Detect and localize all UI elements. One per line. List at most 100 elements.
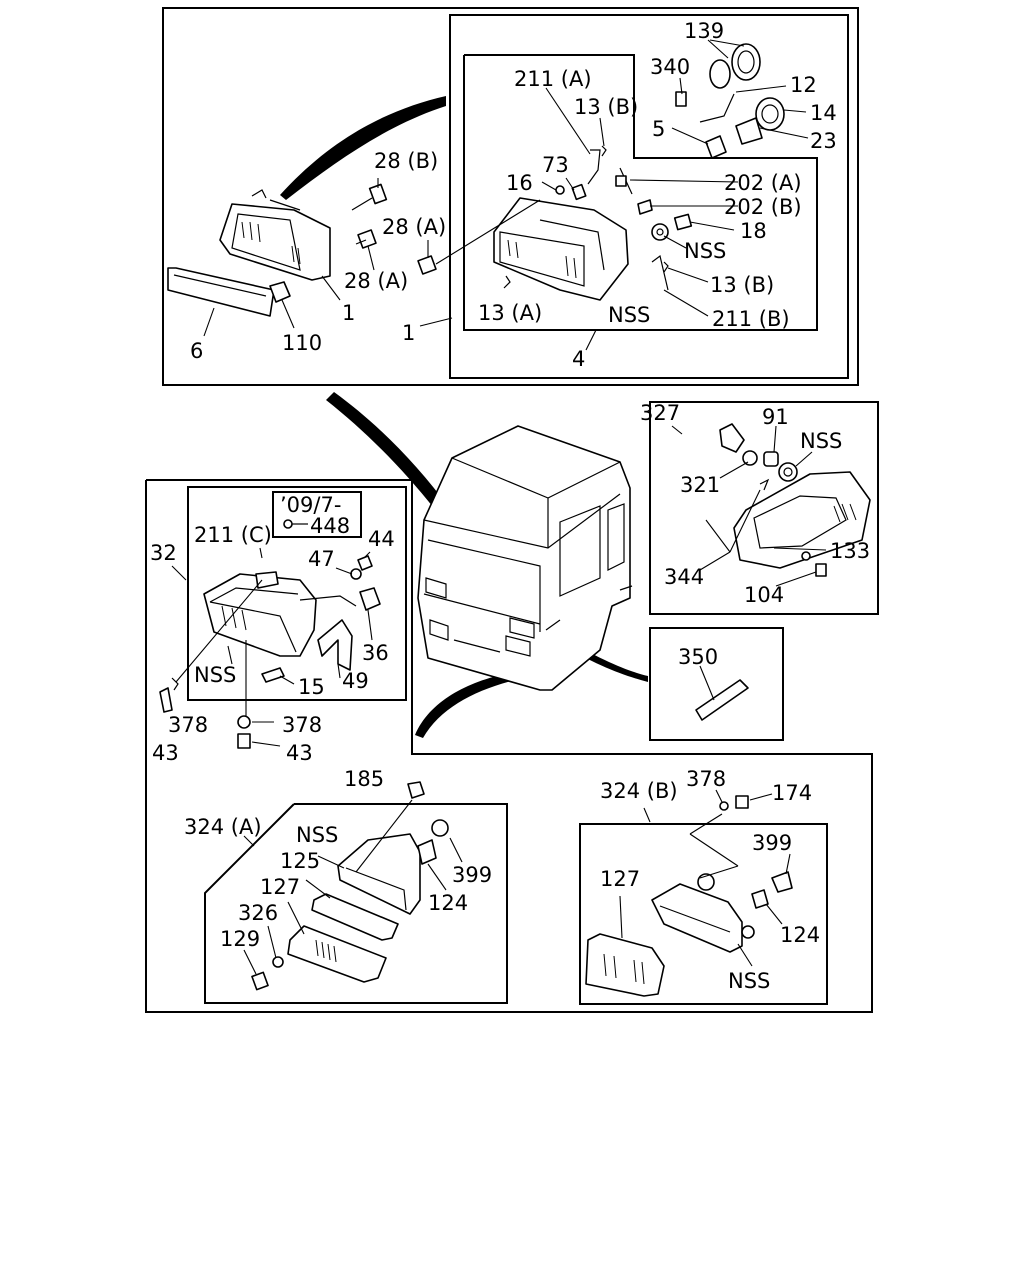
headlamp-unit-4 bbox=[493, 197, 629, 301]
headlamp-group-frame bbox=[162, 7, 859, 386]
front-turn-lamp-a bbox=[251, 781, 449, 991]
bulb-ring-139 bbox=[709, 43, 761, 89]
label-nss-324b: NSS bbox=[728, 969, 770, 993]
label-185: 185 bbox=[344, 767, 384, 791]
leaders-front-turn-a bbox=[243, 799, 463, 975]
swoosh-pointer-headlamp bbox=[280, 96, 446, 200]
bolt-28b bbox=[351, 183, 388, 211]
fog-lamp-frame bbox=[187, 486, 407, 701]
clip-13a bbox=[503, 275, 511, 289]
label-43-left: 43 bbox=[152, 741, 179, 765]
label-16: 16 bbox=[506, 171, 533, 195]
label-327: 327 bbox=[640, 401, 680, 425]
label-23: 23 bbox=[810, 129, 837, 153]
bracket-211b bbox=[651, 254, 669, 291]
headlamp-bezel bbox=[167, 267, 275, 317]
label-nss-324a: NSS bbox=[296, 823, 338, 847]
label-202b: 202 (B) bbox=[724, 195, 802, 219]
label-32: 32 bbox=[150, 541, 177, 565]
label-28a-left: 28 (A) bbox=[344, 269, 408, 293]
clip-202b bbox=[637, 199, 653, 215]
label-14: 14 bbox=[810, 101, 837, 125]
label-324b: 324 (B) bbox=[600, 779, 678, 803]
wire-12 bbox=[699, 93, 735, 123]
reflector-frame bbox=[649, 627, 784, 741]
label-127-a: 127 bbox=[260, 875, 300, 899]
label-12: 12 bbox=[790, 73, 817, 97]
label-133: 133 bbox=[830, 539, 870, 563]
bulb-5 bbox=[705, 135, 727, 159]
label-324a: 324 (A) bbox=[184, 815, 262, 839]
leaders-front-turn-b bbox=[619, 789, 791, 967]
swoosh-pointer-fog bbox=[415, 672, 515, 738]
label-211b: 211 (B) bbox=[712, 307, 790, 331]
label-344: 344 bbox=[664, 565, 704, 589]
label-399-a: 399 bbox=[452, 863, 492, 887]
label-47: 47 bbox=[308, 547, 335, 571]
label-129: 129 bbox=[220, 927, 260, 951]
leaders-side-turn bbox=[671, 425, 827, 587]
label-13b-top: 13 (B) bbox=[574, 95, 638, 119]
label-5: 5 bbox=[652, 117, 665, 141]
side-turn-lamp-frame bbox=[649, 401, 879, 615]
label-1-b: 1 bbox=[402, 321, 415, 345]
label-448: 448 bbox=[310, 514, 350, 538]
label-211c: 211 (C) bbox=[194, 523, 272, 547]
clip-13b-top bbox=[601, 145, 607, 157]
label-124-b: 124 bbox=[780, 923, 820, 947]
label-73: 73 bbox=[542, 153, 569, 177]
bolt-28a-left bbox=[355, 229, 377, 249]
bolt-202a bbox=[615, 167, 633, 195]
label-124-a: 124 bbox=[428, 891, 468, 915]
label-44: 44 bbox=[368, 527, 395, 551]
headlamp-assembly bbox=[219, 189, 331, 281]
nut-nss-top bbox=[651, 223, 669, 241]
bracket-211a bbox=[587, 149, 601, 185]
cap-14 bbox=[755, 97, 785, 131]
label-1-a: 1 bbox=[342, 301, 355, 325]
washer-16 bbox=[555, 185, 565, 195]
label-326: 326 bbox=[238, 901, 278, 925]
bolt-18 bbox=[673, 213, 693, 231]
leaders-fog-lamp bbox=[171, 547, 373, 747]
front-turn-lamp-b-frame bbox=[579, 823, 828, 1005]
label-43-mid: 43 bbox=[286, 741, 313, 765]
label-211a: 211 (A) bbox=[514, 67, 592, 91]
label-350: 350 bbox=[678, 645, 718, 669]
fog-lamp-assembly bbox=[159, 519, 381, 749]
label-104: 104 bbox=[744, 583, 784, 607]
side-turn-lamp-assembly bbox=[719, 423, 871, 577]
leaders-headlamp bbox=[203, 39, 809, 351]
headlamp-inner-frame bbox=[449, 14, 849, 379]
truck-cab bbox=[417, 425, 633, 691]
label-28a-right: 28 (A) bbox=[382, 215, 446, 239]
label-321: 321 bbox=[680, 473, 720, 497]
label-0907: ’09/7- bbox=[280, 493, 341, 517]
label-4: 4 bbox=[572, 347, 585, 371]
label-127-b: 127 bbox=[600, 867, 640, 891]
label-nss-box: NSS bbox=[608, 303, 650, 327]
label-6: 6 bbox=[190, 339, 203, 363]
headlamp-detail-frame bbox=[463, 54, 818, 331]
front-turn-lamp-b bbox=[585, 795, 793, 997]
label-18: 18 bbox=[740, 219, 767, 243]
label-125: 125 bbox=[280, 849, 320, 873]
clip-110 bbox=[269, 281, 291, 303]
screw-340 bbox=[675, 91, 687, 107]
label-340: 340 bbox=[650, 55, 690, 79]
clip-13b-mid bbox=[663, 261, 669, 273]
nut-28a-right bbox=[417, 255, 437, 275]
label-36: 36 bbox=[362, 641, 389, 665]
label-399-b: 399 bbox=[752, 831, 792, 855]
label-91: 91 bbox=[762, 405, 789, 429]
label-28b: 28 (B) bbox=[374, 149, 438, 173]
bolt-73 bbox=[571, 183, 587, 201]
label-13a: 13 (A) bbox=[478, 301, 542, 325]
part-labels: 139 340 12 14 5 23 211 (A) 13 (B) 73 16 … bbox=[150, 19, 870, 993]
date-note-box bbox=[272, 491, 362, 538]
label-13b-mid: 13 (B) bbox=[710, 273, 774, 297]
label-49: 49 bbox=[342, 669, 369, 693]
label-378-left: 378 bbox=[168, 713, 208, 737]
label-174: 174 bbox=[772, 781, 812, 805]
